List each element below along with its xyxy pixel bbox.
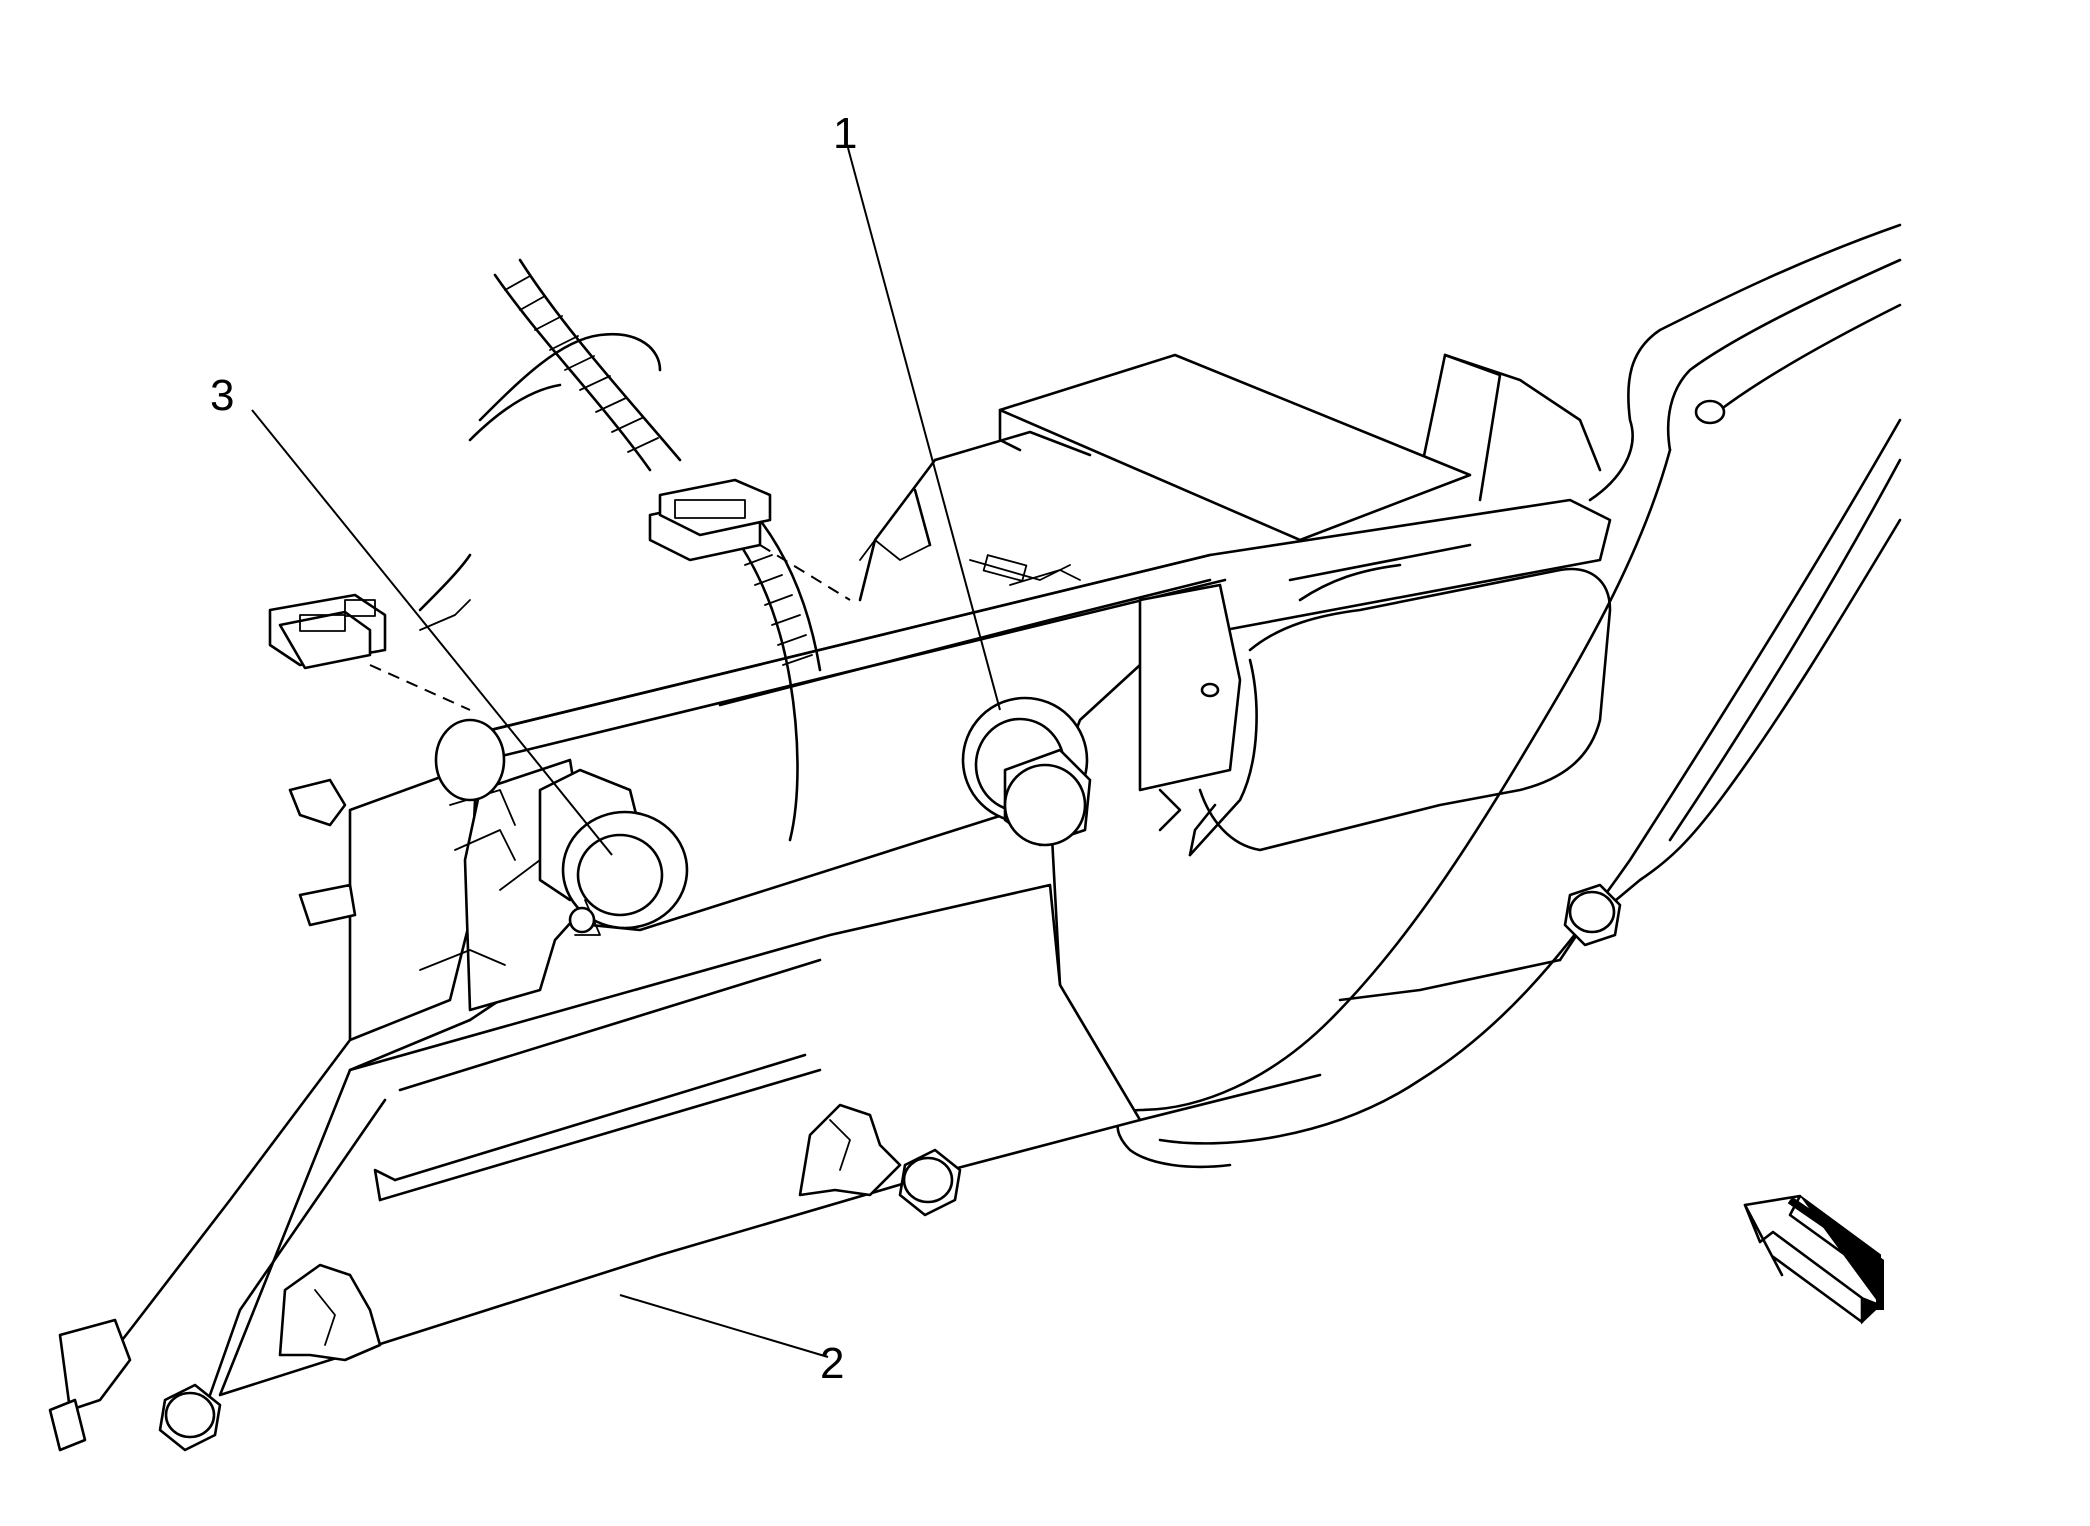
right-housing (1138, 543, 1612, 857)
right-carrier-panel (1116, 223, 1902, 1169)
mount-hole-icon (1694, 399, 1726, 425)
plug-cap-icon (1003, 763, 1087, 847)
leader-line-1 (847, 147, 1001, 711)
callout-1: 1 (833, 109, 857, 158)
panel-clips (278, 1103, 902, 1362)
bolt-left-icon (158, 1383, 222, 1452)
callout-2: 2 (820, 1339, 844, 1388)
push-button-plug (961, 696, 1092, 847)
leader-line-2 (619, 1294, 829, 1358)
control-module (858, 353, 1472, 602)
callout-labels: 1 2 3 (210, 109, 857, 1388)
bolt-center-icon (898, 1148, 962, 1217)
leader-lines (251, 147, 1001, 1358)
bolt-right-icon (1563, 883, 1622, 947)
left-grommet (434, 718, 689, 936)
wiring-harness (268, 258, 851, 842)
callout-3: 3 (210, 371, 234, 420)
bolts (158, 883, 1622, 1452)
view-direction-arrow-icon (1743, 1194, 1884, 1325)
leader-line-3 (251, 409, 613, 856)
